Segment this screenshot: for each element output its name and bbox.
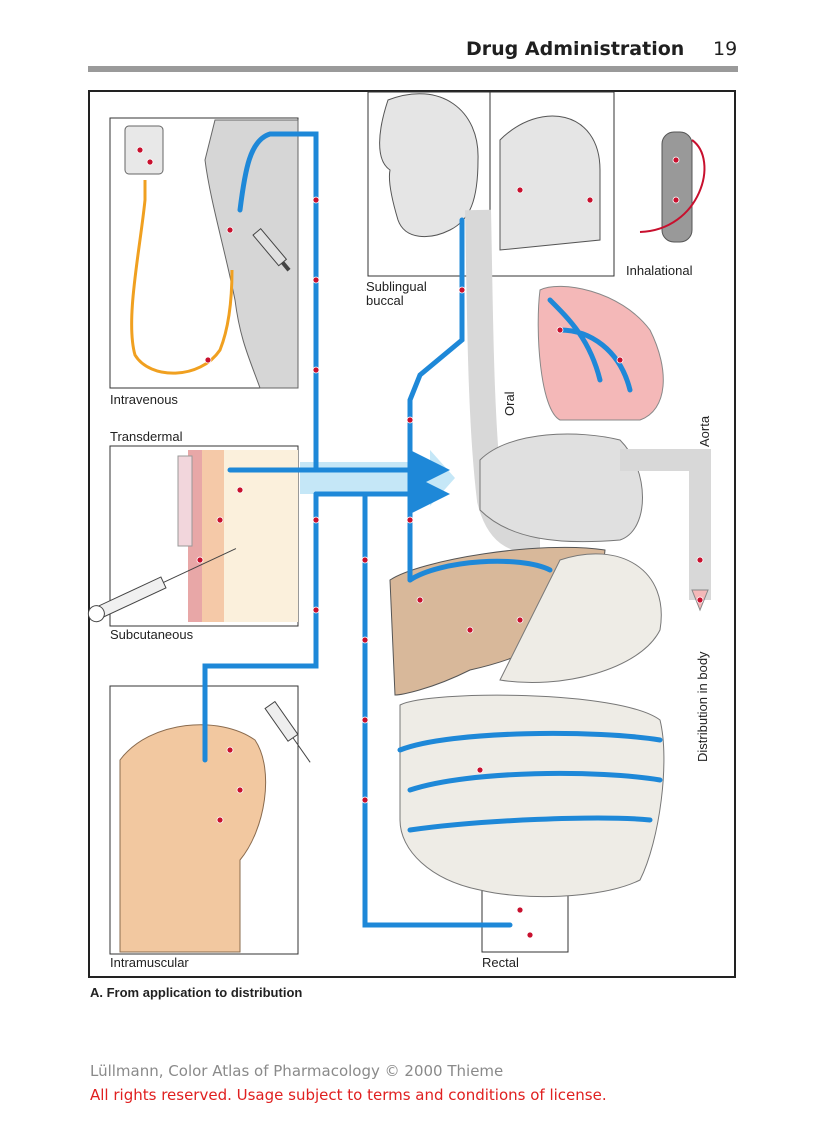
footer-credit: Lüllmann, Color Atlas of Pharmacology © … bbox=[90, 1062, 504, 1080]
label-distribution-in-body: Distribution in body bbox=[695, 651, 710, 762]
iv-bag-icon bbox=[124, 125, 164, 175]
skin-subcutis bbox=[224, 450, 298, 622]
intestine-vessel-1 bbox=[397, 730, 663, 753]
transdermal-patch bbox=[177, 455, 193, 547]
label-sublingual-buccal: Sublingual buccal bbox=[366, 279, 427, 308]
buttock-muscle bbox=[119, 724, 267, 953]
vessel-sublingual bbox=[407, 217, 465, 583]
label-aorta: Aorta bbox=[697, 415, 712, 447]
vessel-im bbox=[202, 491, 319, 763]
intestine-vessel-3 bbox=[407, 815, 653, 833]
label-oral: Oral bbox=[502, 391, 517, 416]
label-inhalational: Inhalational bbox=[626, 263, 693, 278]
intramuscular-syringe-icon bbox=[264, 700, 311, 763]
vessel-network bbox=[202, 131, 663, 928]
intestines-shape bbox=[399, 694, 665, 898]
label-rectal: Rectal bbox=[482, 955, 519, 970]
head-sublingual bbox=[379, 93, 479, 238]
figure-frame bbox=[88, 90, 736, 978]
header-rule bbox=[88, 66, 738, 72]
flow-arrow-1 bbox=[300, 450, 455, 506]
page-number: 19 bbox=[713, 38, 738, 60]
subcutaneous-syringe-icon bbox=[87, 548, 237, 623]
intestine-vessel-2 bbox=[407, 770, 663, 793]
syringe-icon bbox=[252, 227, 291, 272]
stomach-shape bbox=[499, 553, 662, 683]
vessel-iv bbox=[237, 131, 319, 473]
drug-particles bbox=[136, 146, 704, 939]
iv-tube bbox=[130, 180, 234, 375]
label-transdermal: Transdermal bbox=[110, 429, 183, 444]
portal-vein bbox=[407, 558, 553, 583]
inhalation-tube bbox=[639, 139, 706, 233]
arm-shape bbox=[204, 119, 299, 389]
skin-dermis bbox=[202, 450, 224, 622]
head-inhalational bbox=[499, 115, 601, 251]
label-subcutaneous: Subcutaneous bbox=[110, 627, 194, 642]
heart-shape bbox=[479, 433, 643, 543]
page-header-title: Drug Administration bbox=[466, 38, 685, 60]
label-intravenous: Intravenous bbox=[110, 392, 178, 407]
footer-license: All rights reserved. Usage subject to te… bbox=[90, 1086, 607, 1104]
figure-caption: A. From application to distribution bbox=[90, 985, 303, 1000]
lung-vessels bbox=[547, 297, 633, 393]
aorta bbox=[620, 449, 711, 600]
label-intramuscular: Intramuscular bbox=[110, 955, 189, 970]
